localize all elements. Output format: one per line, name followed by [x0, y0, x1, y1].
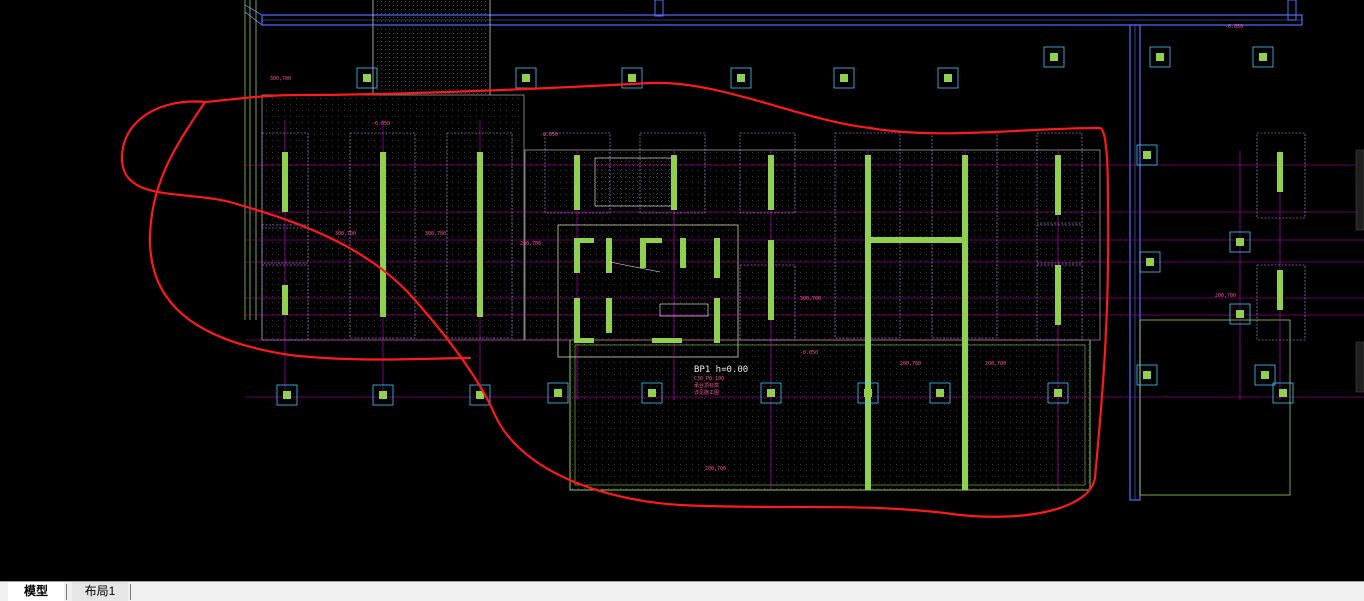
tab-separator — [66, 584, 67, 600]
dim-tag: 300,700 — [270, 76, 291, 82]
drawing-tags: 300,700 300,700 300,700 -0.050 -0.050 30… — [270, 24, 1243, 472]
dim-tag: 200,700 — [520, 241, 541, 247]
right-edge-panel — [1355, 149, 1364, 393]
left-boundary-lines — [244, 0, 491, 320]
annotation-line: BP1 h=0.00 — [694, 365, 748, 375]
level-tag: -0.050 — [800, 350, 818, 356]
annotation-line: C30 P8 100 — [694, 376, 724, 382]
dim-tag: 200,700 — [705, 466, 726, 472]
dim-tag: 200,700 — [1215, 293, 1236, 299]
footing-outlines — [261, 132, 1306, 341]
dim-tag: 300,700 — [335, 231, 356, 237]
dim-tag: 200,700 — [985, 361, 1006, 367]
tab-model[interactable]: 模型 — [8, 582, 64, 601]
dim-tag: 200,700 — [900, 361, 921, 367]
slab-regions — [261, 94, 1291, 496]
level-tag: -0.050 — [1225, 24, 1243, 30]
red-markup — [120, 81, 1110, 518]
pile-annotation: BP1 h=0.00 C30 P8 100 承台顶标高 详见施工图 — [609, 261, 748, 396]
level-tag: -0.050 — [372, 121, 390, 127]
annotation-line: 承台顶标高 — [694, 382, 719, 389]
pile-caps — [276, 46, 1294, 406]
tab-separator — [130, 584, 131, 600]
shear-walls — [282, 152, 1283, 490]
drawing-canvas[interactable]: 300,700 300,700 300,700 -0.050 -0.050 30… — [0, 0, 1364, 581]
cad-drawing[interactable]: 300,700 300,700 300,700 -0.050 -0.050 30… — [0, 0, 1364, 581]
level-tag: -0.050 — [540, 132, 558, 138]
top-wall — [244, 0, 1303, 501]
tab-layout1[interactable]: 布局1 — [72, 582, 128, 601]
dim-tag: 300,700 — [425, 231, 446, 237]
layout-tab-bar: 模型 布局1 — [0, 581, 1364, 601]
annotation-line: 详见施工图 — [694, 389, 719, 396]
dim-tag: 300,700 — [800, 296, 821, 302]
